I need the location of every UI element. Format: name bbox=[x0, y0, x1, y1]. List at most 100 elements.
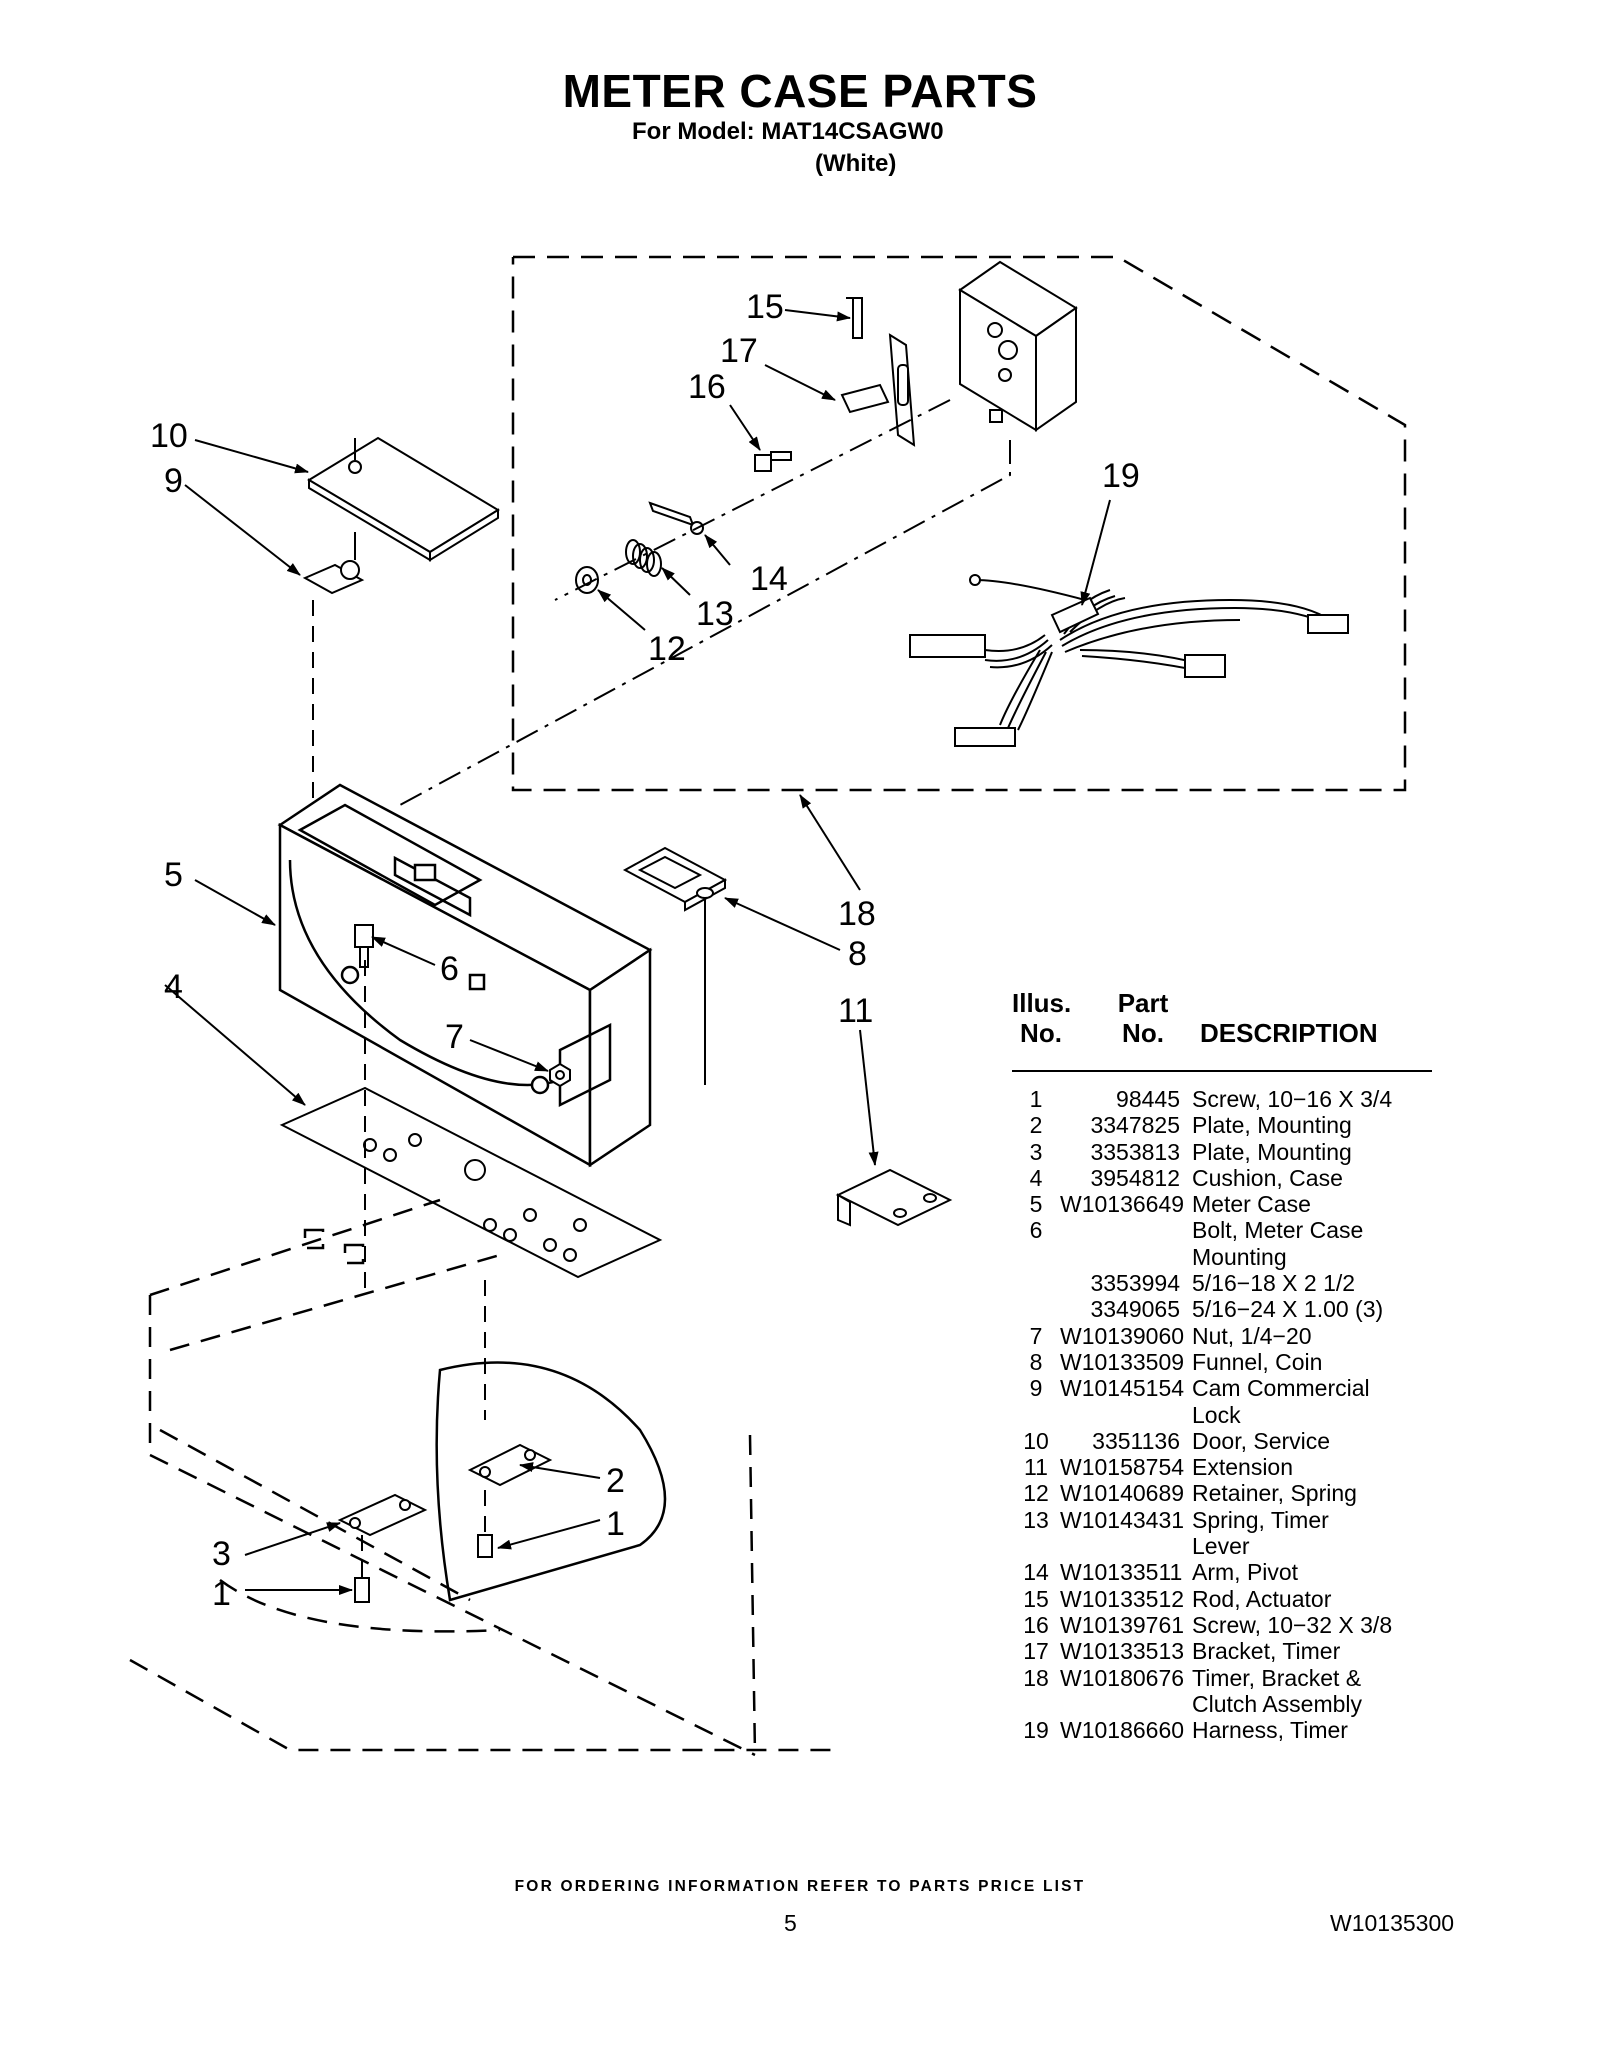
row-description: Retainer, Spring bbox=[1192, 1480, 1357, 1507]
timer-bracket bbox=[840, 333, 916, 447]
row-part-number: W10133513 bbox=[1060, 1638, 1185, 1665]
illus-header-top: Illus. bbox=[1012, 988, 1072, 1018]
mounting-plate-3 bbox=[337, 1493, 428, 1537]
row-illus-number: 14 bbox=[1023, 1559, 1049, 1586]
row-part-number: 3353994 bbox=[1090, 1270, 1180, 1297]
callout-18: 18 bbox=[838, 895, 876, 933]
row-part-number: W10133509 bbox=[1060, 1348, 1185, 1375]
table-row: 3353994 5/16−18 X 2 1/2 bbox=[1012, 1270, 1432, 1296]
row-illus-number bbox=[1012, 1533, 1060, 1559]
row-description: Lever bbox=[1192, 1533, 1250, 1560]
part-header-bottom: No. bbox=[1122, 1018, 1164, 1048]
row-part-number: W10133512 bbox=[1060, 1585, 1185, 1612]
cam-lock bbox=[302, 532, 365, 595]
row-description: Extension bbox=[1192, 1454, 1294, 1481]
table-row: Lever bbox=[1012, 1533, 1432, 1559]
meter-case bbox=[277, 783, 653, 1168]
row-description: Door, Service bbox=[1192, 1427, 1331, 1454]
row-description: Screw, 10−16 X 3/4 bbox=[1192, 1086, 1393, 1112]
row-part-number bbox=[1060, 1533, 1180, 1559]
timer-spring bbox=[625, 539, 662, 577]
case-bolt bbox=[354, 924, 374, 968]
row-description: 5/16−24 X 1.00 (3) bbox=[1192, 1296, 1384, 1323]
screw-16 bbox=[754, 451, 792, 472]
extension bbox=[835, 1168, 953, 1227]
row-illus-number: 1 bbox=[1029, 1086, 1043, 1112]
row-description: Mounting bbox=[1192, 1243, 1287, 1270]
callout-labels: 1 1 2 3 4 5 6 7 8 9 10 11 12 13 14 15 16… bbox=[150, 288, 1140, 1613]
row-illus-number: 8 bbox=[1029, 1348, 1043, 1375]
page-title: METER CASE PARTS bbox=[562, 65, 1038, 117]
row-part-number: W10180676 bbox=[1060, 1664, 1185, 1691]
row-description: Harness, Timer bbox=[1192, 1717, 1348, 1744]
row-part-number: 3347825 bbox=[1090, 1112, 1180, 1139]
harness-sleeve bbox=[1050, 596, 1100, 634]
leader-lines bbox=[164, 309, 1111, 1595]
actuator-rod bbox=[846, 297, 863, 339]
timer-housing bbox=[958, 260, 1078, 432]
table-row: 12 W10140689 Retainer, Spring bbox=[1012, 1480, 1432, 1506]
callout-7: 7 bbox=[445, 1018, 464, 1056]
row-part-number: W10186660 bbox=[1060, 1717, 1185, 1744]
table-row: 3349065 5/16−24 X 1.00 (3) bbox=[1012, 1296, 1432, 1322]
row-description: Plate, Mounting bbox=[1192, 1138, 1352, 1165]
row-illus-number: 19 bbox=[1023, 1717, 1049, 1744]
row-part-number: W10140689 bbox=[1060, 1480, 1185, 1507]
row-description: Screw, 10−32 X 3/8 bbox=[1192, 1611, 1393, 1638]
ordering-note: FOR ORDERING INFORMATION REFER TO PARTS … bbox=[514, 1878, 1086, 1895]
case-cushion bbox=[279, 1086, 663, 1279]
callout-16: 16 bbox=[688, 368, 726, 406]
coin-funnel bbox=[622, 846, 728, 1085]
mounting-plate-2 bbox=[467, 1443, 553, 1487]
row-part-number bbox=[1060, 1217, 1180, 1243]
row-description: 5/16−18 X 2 1/2 bbox=[1192, 1270, 1356, 1297]
table-row: 10 3351136 Door, Service bbox=[1012, 1428, 1432, 1454]
row-illus-number: 12 bbox=[1023, 1480, 1049, 1507]
row-description: Arm, Pivot bbox=[1192, 1559, 1299, 1586]
machine-base-outline bbox=[129, 1198, 840, 1757]
table-row: Clutch Assembly bbox=[1012, 1691, 1432, 1717]
row-illus-number bbox=[1012, 1691, 1060, 1717]
front-panel bbox=[435, 1361, 667, 1602]
row-description: Timer, Bracket & bbox=[1192, 1664, 1362, 1691]
row-part-number: 3351136 bbox=[1092, 1427, 1180, 1454]
row-part-number: 3349065 bbox=[1090, 1296, 1180, 1323]
row-illus-number: 9 bbox=[1029, 1375, 1043, 1402]
row-illus-number: 16 bbox=[1023, 1611, 1049, 1638]
row-part-number: W10133511 bbox=[1060, 1559, 1183, 1586]
callout-11: 11 bbox=[838, 992, 873, 1030]
part-header-top: Part bbox=[1117, 988, 1169, 1018]
callout-14: 14 bbox=[750, 560, 788, 598]
row-part-number bbox=[1060, 1244, 1180, 1270]
row-illus-number: 10 bbox=[1023, 1427, 1049, 1454]
row-description: Cam Commercial bbox=[1192, 1375, 1370, 1402]
callout-4: 4 bbox=[164, 968, 183, 1006]
callout-17: 17 bbox=[720, 332, 758, 370]
row-description: Meter Case bbox=[1192, 1191, 1311, 1218]
row-illus-number bbox=[1012, 1270, 1060, 1296]
row-description: Spring, Timer bbox=[1192, 1506, 1329, 1533]
row-illus-number: 6 bbox=[1029, 1217, 1043, 1244]
row-illus-number bbox=[1012, 1296, 1060, 1322]
table-row: 14 W10133511 Arm, Pivot bbox=[1012, 1559, 1432, 1585]
document-number: W10135300 bbox=[1330, 1910, 1455, 1936]
assembly-axis bbox=[399, 399, 1011, 806]
row-illus-number: 15 bbox=[1023, 1585, 1049, 1612]
row-illus-number: 3 bbox=[1029, 1138, 1043, 1165]
row-description: Lock bbox=[1192, 1401, 1241, 1428]
row-part-number: 3353813 bbox=[1090, 1138, 1180, 1165]
row-description: Clutch Assembly bbox=[1192, 1690, 1363, 1717]
